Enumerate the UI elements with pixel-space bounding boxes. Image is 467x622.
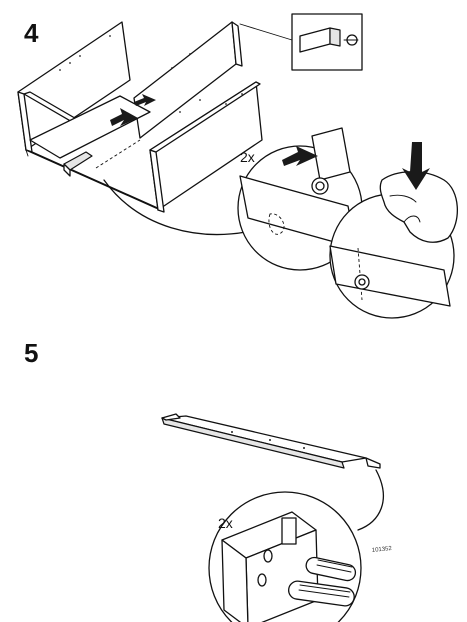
dowel-hole-lower [257, 573, 267, 587]
step-4-number: 4 [24, 18, 39, 48]
left-side-panel [25, 149, 163, 211]
step-5: 5 [24, 338, 393, 622]
step-4: 4 [17, 13, 459, 319]
bottom-rail [29, 95, 151, 159]
detail-callout-top [239, 13, 363, 71]
step-4-quantity-label: 2x [240, 149, 255, 165]
insert-arrow [282, 146, 318, 166]
push-arrow-lower [110, 108, 138, 126]
wooden-dowel-lower [288, 580, 355, 607]
rail-illustration [161, 413, 381, 469]
callout-curve-step-5 [357, 469, 384, 531]
push-arrow-upper [134, 94, 156, 106]
middle-panel-edge [231, 21, 243, 67]
magnified-detail-rail-end: 2x 101352 [208, 491, 393, 622]
magnified-detail-dowel: 2x [237, 127, 363, 271]
panel-holes [59, 35, 243, 113]
press-down-arrow [402, 142, 430, 190]
hand-icon [379, 171, 459, 243]
front-panel-top [149, 81, 261, 153]
step-5-quantity-label: 2x [218, 515, 233, 531]
step-5-number: 5 [24, 338, 38, 368]
part-code: 101352 [372, 546, 393, 554]
dowel-hole-upper [263, 549, 273, 563]
drawer-frame-illustration [17, 21, 263, 213]
magnified-detail-hand [329, 142, 459, 319]
callout-curve [103, 179, 247, 236]
wooden-dowel-upper [305, 556, 357, 582]
